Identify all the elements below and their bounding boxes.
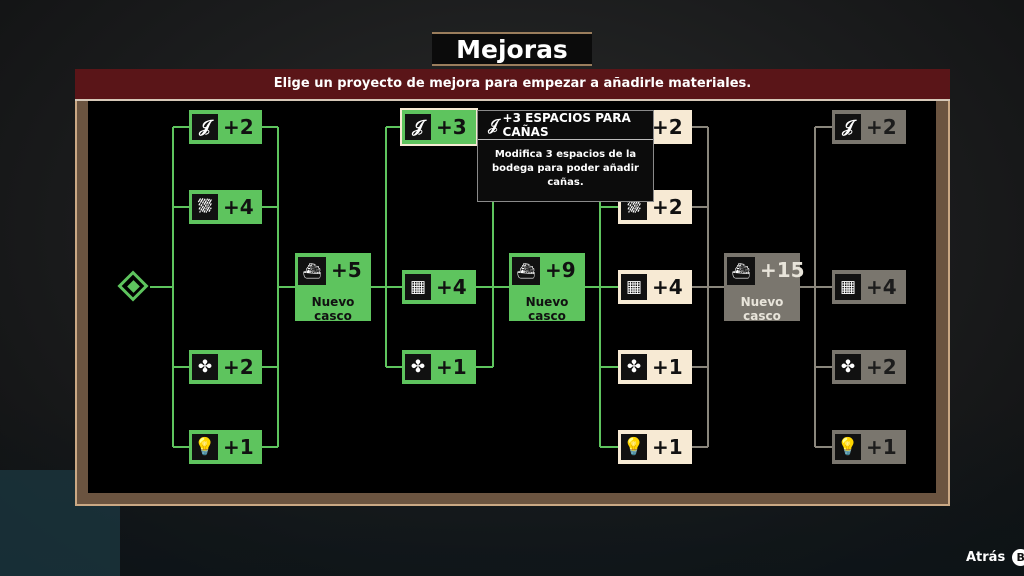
upgrade-value: +4 [652, 275, 683, 299]
engine-icon: ✤ [835, 354, 861, 380]
boat-icon: ⛴ [298, 257, 326, 285]
upgrade-storage-t2[interactable]: ▦ +4 [402, 270, 476, 304]
upgrade-hook-t2[interactable]: 𝒥 +3 [400, 108, 478, 146]
storage-icon: ▦ [405, 274, 431, 300]
upgrade-engine-t4[interactable]: ✤ +2 [832, 350, 906, 384]
engine-icon: ✤ [621, 354, 647, 380]
tooltip-title: +3 ESPACIOS PARA CAÑAS [502, 111, 631, 139]
upgrade-hull-t2[interactable]: ⛴ +9 Nuevo casco [509, 253, 585, 323]
light-icon: 💡 [835, 434, 861, 460]
upgrade-value: +4 [223, 195, 254, 219]
upgrade-value: +2 [223, 115, 254, 139]
hook-icon: 𝒥 [192, 114, 218, 140]
upgrade-value: +2 [652, 195, 683, 219]
tooltip-body: Modifica 3 espacios de la bodega para po… [492, 149, 639, 188]
upgrade-value: +4 [866, 275, 897, 299]
hull-value: +9 [545, 258, 576, 282]
upgrade-tooltip: 𝒥 +3 ESPACIOS PARA CAÑAS Modifica 3 espa… [477, 110, 654, 202]
hook-icon: 𝒥 [405, 114, 431, 140]
boat-icon: ⛴ [727, 257, 755, 285]
upgrade-engine-t2[interactable]: ✤ +1 [402, 350, 476, 384]
hull-value: +5 [331, 258, 362, 282]
storage-icon: ▦ [835, 274, 861, 300]
upgrade-hull-t1[interactable]: ⛴ +5 Nuevo casco [295, 253, 371, 323]
upgrade-value: +2 [866, 355, 897, 379]
upgrade-value: +2 [223, 355, 254, 379]
instruction-banner: Elige un proyecto de mejora para empezar… [75, 69, 950, 101]
upgrade-hook-t1[interactable]: 𝒥 +2 [189, 110, 262, 144]
engine-icon: ✤ [192, 354, 218, 380]
upgrade-light-t4[interactable]: 💡 +1 [832, 430, 906, 464]
upgrade-value: +1 [866, 435, 897, 459]
storage-icon: ▦ [621, 274, 647, 300]
upgrade-hook-t4[interactable]: 𝒥 +2 [832, 110, 906, 144]
b-button-icon[interactable]: B [1012, 549, 1024, 566]
engine-icon: ✤ [405, 354, 431, 380]
upgrade-value: +4 [436, 275, 467, 299]
upgrade-engine-t3[interactable]: ✤ +1 [618, 350, 692, 384]
page-title: Mejoras [432, 32, 592, 66]
upgrade-hull-t3[interactable]: ⛴ +15 Nuevo casco [724, 253, 805, 323]
upgrade-light-t3[interactable]: 💡 +1 [618, 430, 692, 464]
hull-label: Nuevo casco [740, 295, 784, 323]
upgrade-value: +1 [436, 355, 467, 379]
upgrade-net-t3[interactable]: ⛆ +2 [618, 190, 692, 224]
upgrade-net-t1[interactable]: ⛆ +4 [189, 190, 262, 224]
back-prompt[interactable]: Atrás B [966, 549, 1024, 566]
upgrade-value: +3 [436, 115, 467, 139]
upgrade-storage-t4[interactable]: ▦ +4 [832, 270, 906, 304]
upgrade-value: +2 [866, 115, 897, 139]
upgrade-storage-t3[interactable]: ▦ +4 [618, 270, 692, 304]
tooltip-header: 𝒥 +3 ESPACIOS PARA CAÑAS [478, 111, 653, 140]
light-icon: 💡 [621, 434, 647, 460]
boat-icon: ⛴ [512, 257, 540, 285]
net-icon: ⛆ [192, 194, 218, 220]
upgrade-value: +1 [652, 355, 683, 379]
hook-icon: 𝒥 [488, 116, 499, 134]
hook-icon: 𝒥 [835, 114, 861, 140]
hull-label: Nuevo casco [525, 295, 569, 323]
upgrade-light-t1[interactable]: 💡 +1 [189, 430, 262, 464]
upgrade-value: +2 [652, 115, 683, 139]
upgrade-value: +1 [223, 435, 254, 459]
upgrade-engine-t1[interactable]: ✤ +2 [189, 350, 262, 384]
light-icon: 💡 [192, 434, 218, 460]
hull-value: +15 [760, 258, 805, 282]
hull-label: Nuevo casco [311, 295, 355, 323]
upgrade-value: +1 [652, 435, 683, 459]
back-label: Atrás [966, 550, 1006, 565]
